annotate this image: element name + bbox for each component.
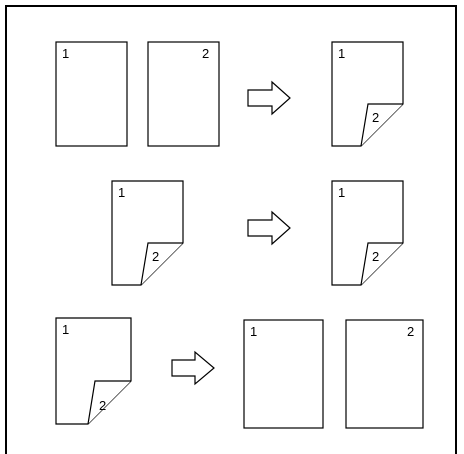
row-3: 1 2 1 2 — [56, 318, 423, 428]
page-front-number: 1 — [62, 322, 69, 337]
page-folded: 1 2 — [56, 318, 131, 424]
page-folded: 1 2 — [332, 42, 403, 146]
page-back-number: 2 — [372, 249, 379, 264]
page-back-number: 2 — [99, 398, 106, 413]
page-number: 2 — [407, 324, 414, 339]
page-sheet: 1 — [56, 42, 127, 146]
page-folded: 1 2 — [112, 181, 183, 285]
page-front-number: 1 — [338, 185, 345, 200]
row-2: 1 2 1 2 — [112, 181, 403, 285]
page-number: 1 — [250, 324, 257, 339]
page-front-number: 1 — [338, 46, 345, 61]
page-number: 2 — [202, 46, 209, 61]
page-back-number: 2 — [152, 249, 159, 264]
arrow-right-icon — [172, 352, 214, 384]
page-front-number: 1 — [118, 185, 125, 200]
arrow-right-icon — [248, 82, 290, 114]
arrow-right-icon — [248, 212, 290, 244]
page-sheet: 2 — [346, 320, 423, 428]
page-back-number: 2 — [372, 110, 379, 125]
page-number: 1 — [62, 46, 69, 61]
row-1: 1 2 1 2 — [56, 42, 403, 146]
page-sheet: 2 — [148, 42, 219, 146]
page-sheet: 1 — [244, 320, 323, 428]
page-folded: 1 2 — [332, 181, 403, 285]
